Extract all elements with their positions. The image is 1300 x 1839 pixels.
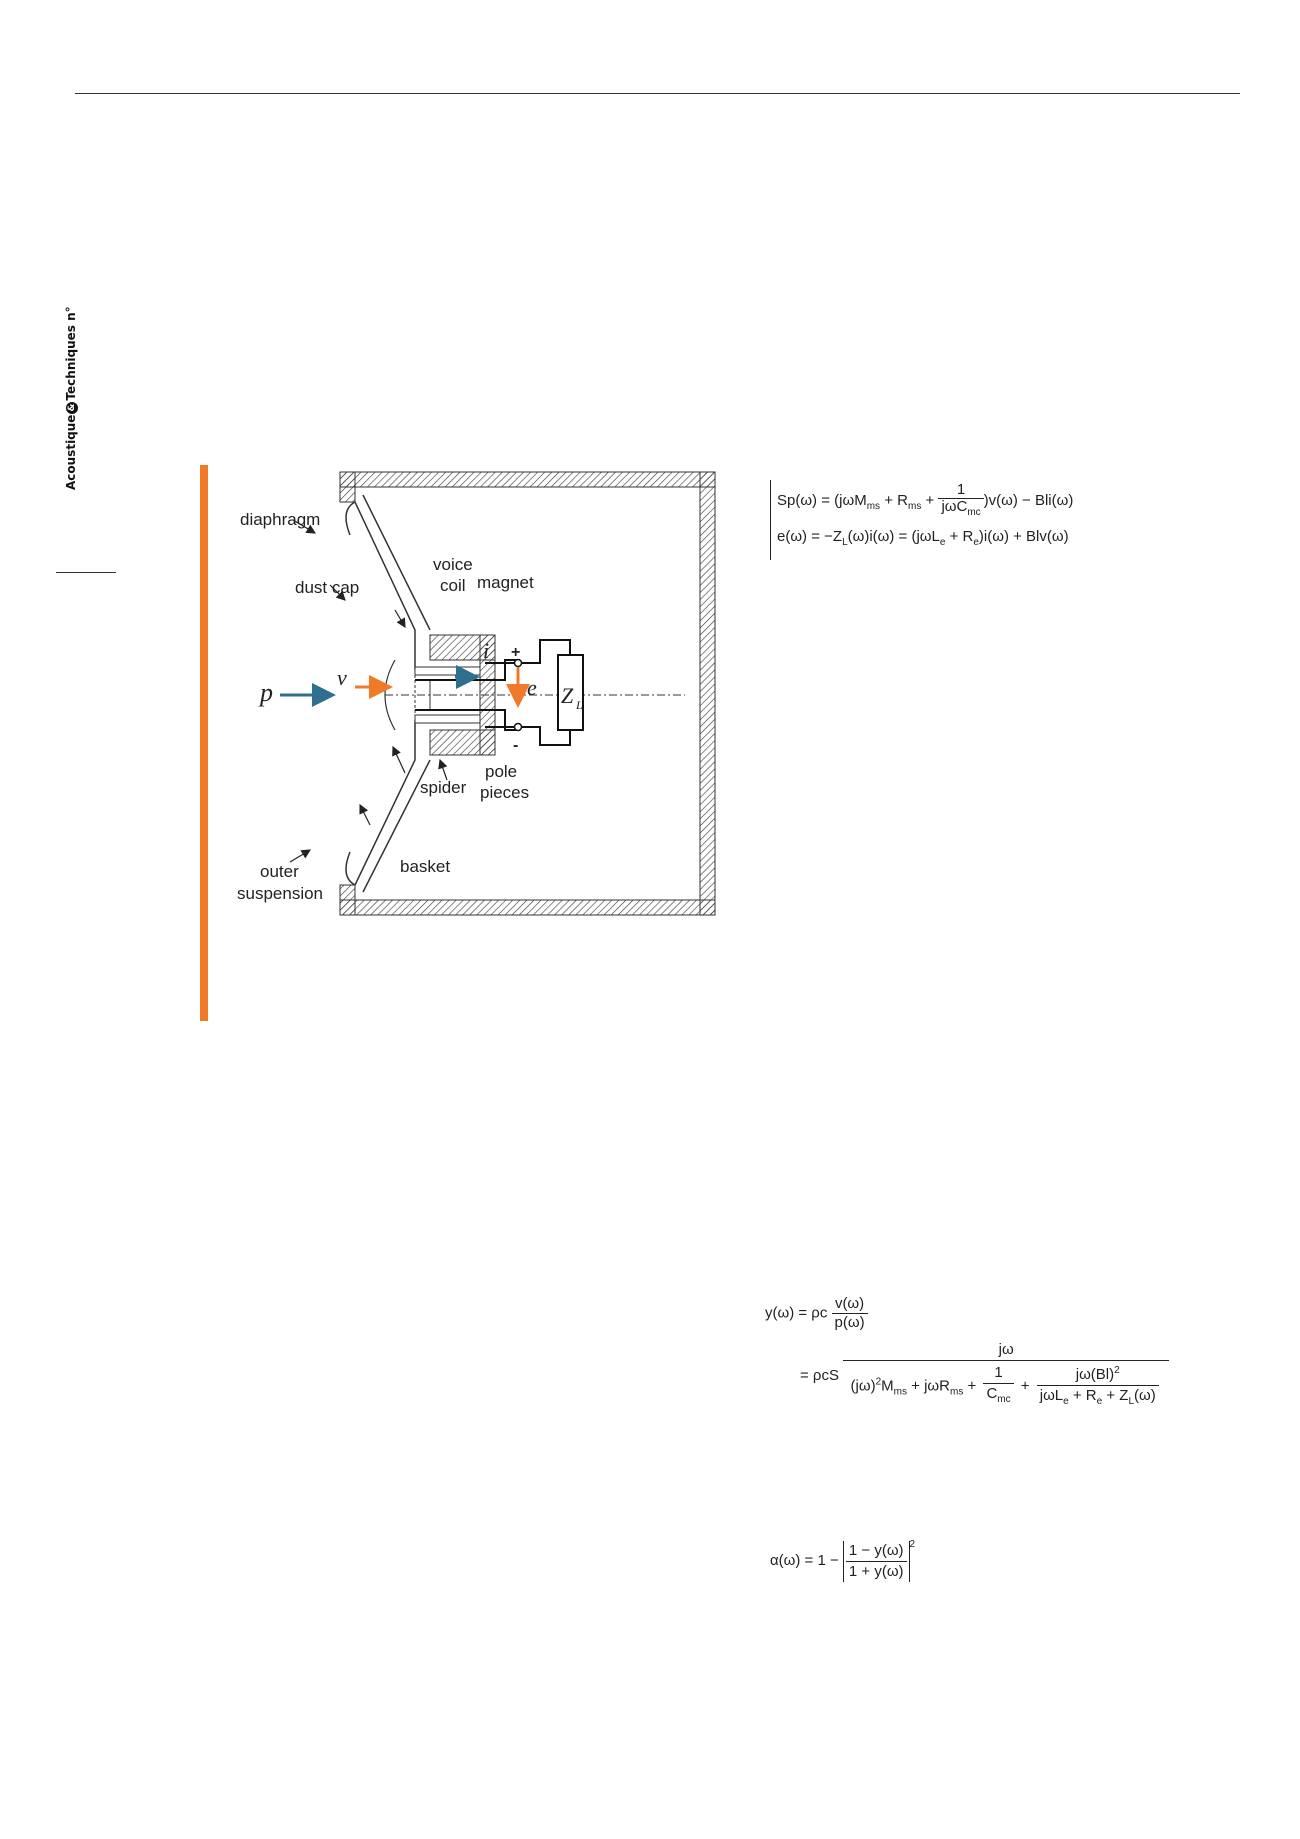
label-pieces: pieces <box>480 783 529 802</box>
eq2-inner2-num: jω(Bl)2 <box>1036 1361 1159 1386</box>
eq3-num: 1 − y(ω) <box>845 1541 907 1562</box>
label-e: e <box>527 675 537 700</box>
equation-2: y(ω) = ρc v(ω)p(ω) = ρcS jω (jω)2Mms + j… <box>765 1295 1170 1412</box>
eq2-inner2-den-s2: e <box>1096 1396 1103 1407</box>
eq1-rhs: v(ω) − Bli(ω) <box>988 492 1074 509</box>
eq2-inner2-den-a: jωL <box>1039 1387 1064 1404</box>
eq1-mass: jωM <box>839 492 867 509</box>
eq2-lhs: y(ω) = ρc <box>765 1304 828 1322</box>
equation-1-line-2: e(ω) = −ZL(ω)i(ω) = (jωLe + Re)i(ω) + Bl… <box>777 522 1073 552</box>
loudspeaker-diagram: diaphragm dust cap voice coil magnet spi… <box>215 455 725 925</box>
cone-and-basket <box>345 494 431 893</box>
eq1-frac-den-sub: mc <box>967 506 981 518</box>
eq1-lhs: Sp(ω) = <box>777 492 835 509</box>
journal-name: Acoustique&Techniques n° <box>64 306 78 490</box>
eq3-abs: 1 − y(ω)1 + y(ω) <box>842 1540 910 1582</box>
label-plus: + <box>511 644 520 661</box>
label-dust-cap: dust cap <box>295 578 359 597</box>
eq2-inner2-den-s3: L <box>1128 1396 1135 1407</box>
eq2-inner-num: 1 <box>983 1363 1014 1384</box>
enclosure <box>339 471 716 916</box>
label-diaphragm: diaphragm <box>240 510 320 529</box>
eq2-den-plus2: + <box>1016 1377 1034 1395</box>
eq1-frac-den: jωCmc <box>938 497 983 521</box>
label-ZL: Z <box>561 683 574 708</box>
label-i: i <box>483 638 489 663</box>
eq2-fraction: v(ω)p(ω) <box>831 1295 868 1332</box>
margin-rule <box>56 572 116 573</box>
terminal-plus <box>513 658 523 668</box>
label-coil: coil <box>440 576 466 595</box>
label-pole: pole <box>485 762 517 781</box>
journal-name-part1: Acoustique <box>64 414 78 490</box>
eq2-inner2-den-d: (ω) <box>1134 1387 1156 1404</box>
header-rule <box>75 93 1240 94</box>
journal-name-part2: Techniques n° <box>64 306 78 401</box>
eq1b-a: e(ω) = −Z <box>777 528 843 545</box>
eq3-den: 1 + y(ω) <box>848 1562 904 1580</box>
eq1-frac-den-main: jωC <box>941 497 968 515</box>
eq1b-sub1: L <box>842 537 848 548</box>
eq2-den-b: M <box>881 1377 894 1395</box>
label-magnet: magnet <box>477 573 534 592</box>
eq2-den-c: + jωR <box>907 1377 950 1395</box>
eq2-inner-den: Cmc <box>983 1384 1013 1410</box>
label-minus: - <box>513 737 518 754</box>
eq2-inner2-den: jωLe + Re + ZL(ω) <box>1037 1386 1159 1412</box>
eq2-line2-lhs: = ρcS <box>800 1366 839 1384</box>
journal-ampersand-logo: & <box>65 401 78 414</box>
label-basket: basket <box>400 857 450 876</box>
eq2-den-plus: + <box>963 1377 981 1395</box>
label-spider: spider <box>420 778 467 797</box>
eq1-resist-sub: ms <box>907 501 922 512</box>
eq2-inner2-num-sup: 2 <box>1114 1365 1120 1376</box>
eq2-den-c-sub: ms <box>949 1386 964 1398</box>
eq2-den-a-sup: 2 <box>875 1376 882 1388</box>
equation-3: α(ω) = 1 − 1 − y(ω)1 + y(ω) 2 <box>770 1535 915 1582</box>
eq3-fraction: 1 − y(ω)1 + y(ω) <box>845 1541 907 1582</box>
eq1b-sub2: e <box>939 537 946 548</box>
eq1-mass-sub: ms <box>866 501 881 512</box>
eq2-inner2-den-s1: e <box>1063 1396 1069 1407</box>
equation-2-line-1: y(ω) = ρc v(ω)p(ω) <box>765 1295 1169 1332</box>
eq1b-b: (ω)i(ω) = (jωL <box>847 528 940 545</box>
label-outer: outer <box>260 862 299 881</box>
eq1-resist: + R <box>880 492 908 509</box>
eq1-plus: + <box>921 492 939 509</box>
eq1b-d: )i(ω) + Blv(ω) <box>978 528 1069 545</box>
loudspeaker-diagram-svg: diaphragm dust cap voice coil magnet spi… <box>237 471 716 916</box>
label-ZL-sub: L <box>575 698 583 712</box>
figure-accent-bar <box>200 465 208 1021</box>
label-suspension: suspension <box>237 884 323 903</box>
eq3-sup: 2 <box>909 1539 916 1550</box>
label-v: v <box>337 665 347 690</box>
eq3-lhs: α(ω) = 1 − <box>770 1552 843 1569</box>
eq2-inner2-num-main: jω(Bl) <box>1075 1366 1115 1383</box>
eq2-inner-den-sub: mc <box>997 1394 1011 1405</box>
eq1b-c: + R <box>945 528 974 545</box>
callout-arrows <box>289 519 448 863</box>
label-voice: voice <box>433 555 473 574</box>
eq2-den-a: (jω) <box>850 1377 876 1395</box>
eq2-inner2-den-b: + R <box>1068 1387 1097 1404</box>
eq1b-sub3: e <box>973 537 979 548</box>
eq2-inner-den-main: C <box>986 1385 998 1402</box>
eq2-den-b-sub: ms <box>893 1386 907 1398</box>
external-circuit <box>485 639 584 746</box>
eq2-big-num: jω <box>843 1340 1170 1361</box>
eq2-frac-den: p(ω) <box>834 1314 865 1331</box>
eq2-frac-num: v(ω) <box>831 1295 868 1314</box>
terminal-minus <box>513 722 523 732</box>
label-p: p <box>258 678 273 707</box>
eq1-frac-num: 1 <box>938 481 984 499</box>
eq2-inner2-den-c: + Z <box>1102 1387 1129 1404</box>
